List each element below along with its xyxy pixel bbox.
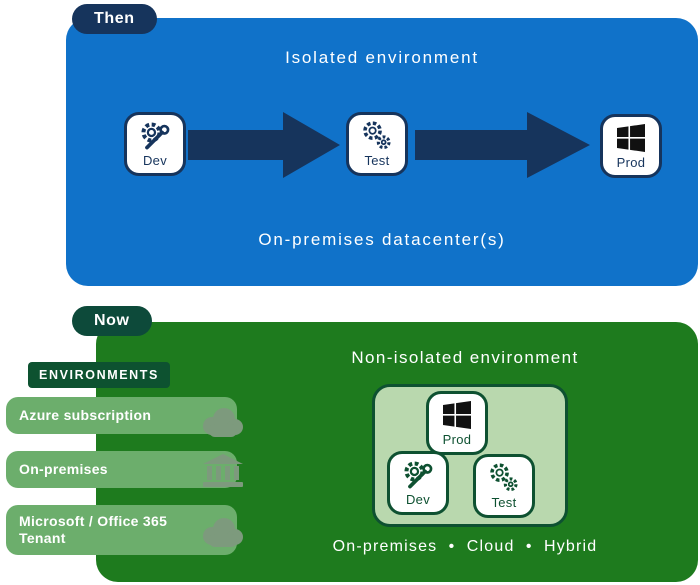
gears-icon xyxy=(488,462,520,494)
gears-icon xyxy=(361,120,393,152)
node-label: Prod xyxy=(616,155,646,170)
env-row-microsoft-office-365-tenant: Microsoft / Office 365 Tenant xyxy=(6,505,237,555)
environments-header: ENVIRONMENTS xyxy=(28,362,170,388)
node-dev-then: Dev xyxy=(124,112,186,176)
cloud-icon xyxy=(198,514,246,553)
gear-wrench-icon xyxy=(402,459,434,491)
windows-logo-icon xyxy=(617,122,645,154)
flow-arrow-test-prod xyxy=(415,112,590,178)
node-dev-now: Dev xyxy=(387,451,449,515)
node-test-now: Test xyxy=(473,454,535,518)
node-label: Test xyxy=(364,153,390,168)
env-row-label: Azure subscription xyxy=(19,406,152,423)
flow-arrow-dev-test xyxy=(188,112,340,178)
then-title: Isolated environment xyxy=(285,48,479,67)
now-title: Non-isolated environment xyxy=(351,348,579,367)
node-test-then: Test xyxy=(346,112,408,176)
then-footer: On-premises datacenter(s) xyxy=(258,230,506,249)
cloud-icon xyxy=(198,404,246,443)
node-label: Test xyxy=(491,495,517,510)
env-row-label: On-premises xyxy=(19,460,108,477)
now-badge: Now xyxy=(72,306,152,336)
node-prod-now: Prod xyxy=(426,391,488,455)
node-label: Dev xyxy=(142,153,168,168)
now-footer: On-premises • Cloud • Hybrid xyxy=(332,538,598,555)
node-label: Dev xyxy=(405,492,431,507)
env-row-azure-subscription: Azure subscription xyxy=(6,397,237,434)
gear-wrench-icon xyxy=(139,120,171,152)
building-icon xyxy=(203,454,243,493)
env-row-label: Microsoft / Office 365 Tenant xyxy=(19,512,168,547)
env-row-on-premises: On-premises xyxy=(6,451,237,488)
windows-logo-icon xyxy=(443,399,471,431)
then-badge: Then xyxy=(72,4,157,34)
node-label: Prod xyxy=(442,432,472,447)
node-prod-then: Prod xyxy=(600,114,662,178)
